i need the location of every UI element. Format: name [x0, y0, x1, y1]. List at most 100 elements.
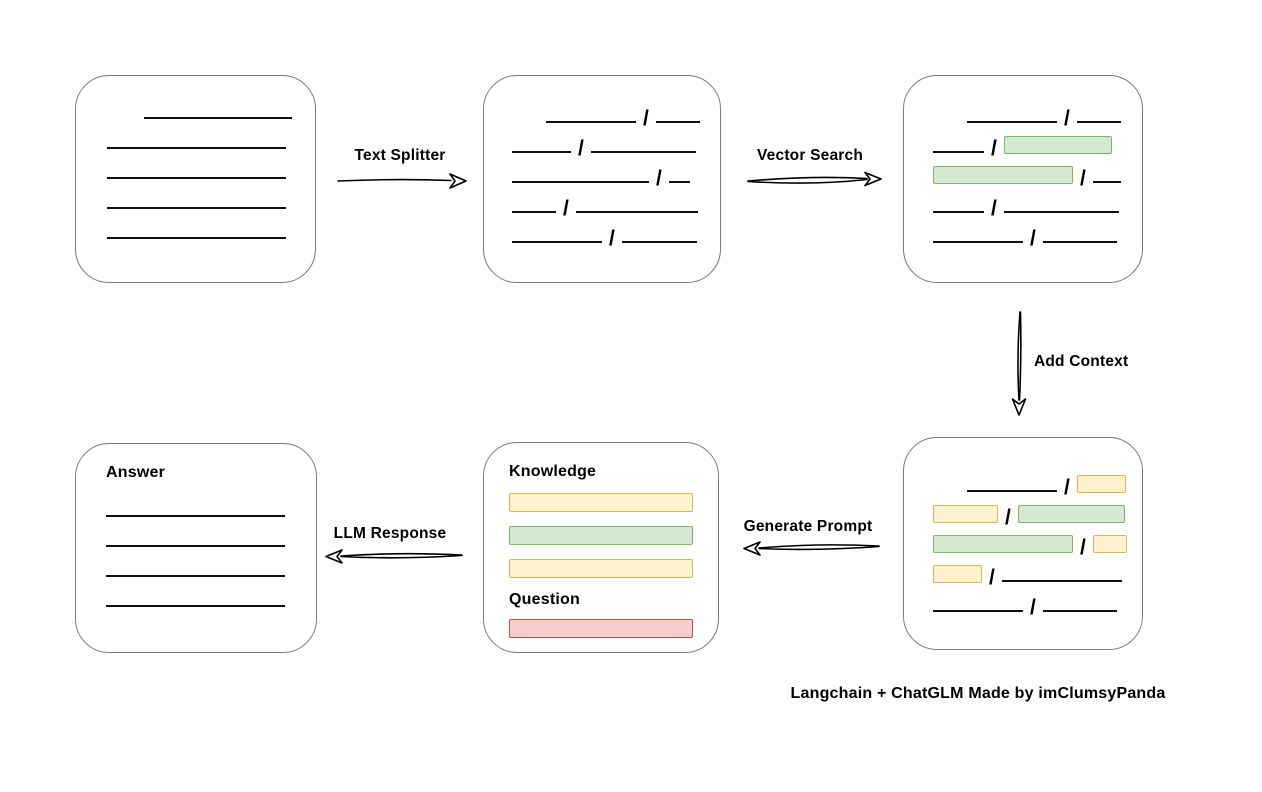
slash-separator: /: [563, 197, 569, 220]
slash-separator: /: [643, 107, 649, 130]
text-line: [1092, 181, 1121, 183]
answer-node: Answer: [75, 443, 317, 653]
chunk-row: /: [512, 214, 720, 249]
slash-separator: /: [1030, 596, 1036, 619]
text-line: [106, 545, 285, 547]
chunk-row: [107, 180, 315, 210]
context-chunks-lines: / / / / /: [933, 463, 1142, 619]
red-bar: [509, 619, 693, 638]
slash-separator: /: [1064, 476, 1070, 499]
text-splitter-arrow: [337, 173, 467, 189]
text-line: [144, 117, 292, 119]
yellow-bar: [509, 493, 693, 512]
yellow-chunk-highlight: [1092, 535, 1127, 553]
chunk-row: [107, 90, 315, 120]
generate-prompt-arrow: [743, 541, 880, 556]
green-chunk-highlight: [1017, 505, 1125, 523]
chunk-row: /: [512, 124, 720, 160]
slash-separator: /: [989, 566, 995, 589]
text-line: [933, 211, 984, 213]
slash-separator: /: [1005, 506, 1011, 529]
answer-label: Answer: [106, 464, 165, 481]
add-context-arrow: [1011, 311, 1027, 416]
context-chunks-node: / / / / /: [903, 437, 1143, 650]
chunk-row: /: [933, 184, 1142, 219]
text-line: [1001, 580, 1122, 582]
slash-separator: /: [1080, 167, 1086, 190]
chunks-node: /////: [483, 75, 721, 283]
chunk-row: /: [933, 214, 1142, 250]
chunk-row: [107, 210, 315, 240]
text-line: [655, 121, 700, 123]
generate-prompt-label: Generate Prompt: [743, 518, 873, 535]
prompt-node: Knowledge Question: [483, 442, 719, 653]
green-chunk-highlight: [933, 535, 1073, 553]
text-line: [512, 181, 649, 183]
text-line: [575, 211, 698, 213]
text-line: [107, 177, 286, 179]
document-node: [75, 75, 316, 283]
slash-separator: /: [1030, 227, 1036, 250]
text-line: [106, 605, 285, 607]
yellow-chunk-highlight: [933, 505, 998, 523]
text-line: [967, 121, 1057, 123]
text-line: [512, 241, 602, 243]
text-line: [933, 241, 1023, 243]
slash-separator: /: [578, 137, 584, 160]
green-bar: [509, 526, 693, 545]
chunk-row: /: [933, 124, 1142, 160]
llm-response-arrow: [325, 549, 463, 564]
vector-search-arrow: [747, 171, 882, 187]
matched-chunks-node: /////: [903, 75, 1143, 283]
matched-chunks-lines: /////: [933, 94, 1142, 250]
chunk-row: [107, 120, 315, 150]
text-line: [107, 147, 286, 149]
green-chunk-highlight: [933, 166, 1073, 184]
chunk-row: [106, 578, 316, 608]
chunks-lines: /////: [512, 94, 720, 249]
chunk-row: /: [933, 553, 1142, 589]
slash-separator: /: [991, 137, 997, 160]
chunk-row: /: [933, 94, 1142, 130]
slash-separator: /: [1080, 536, 1086, 559]
chunk-row: /: [512, 94, 720, 130]
text-line: [512, 151, 571, 153]
chunk-row: /: [933, 493, 1142, 529]
text-line: [933, 151, 984, 153]
chunk-row: [106, 518, 316, 548]
yellow-chunk-highlight: [933, 565, 982, 583]
text-line: [590, 151, 696, 153]
text-line: [1042, 241, 1117, 243]
document-lines: [107, 90, 315, 240]
vector-search-label: Vector Search: [757, 147, 863, 164]
chunk-row: [106, 548, 316, 578]
text-line: [967, 490, 1057, 492]
chunk-row: /: [933, 523, 1142, 559]
chunk-row: /: [933, 583, 1142, 619]
question-bars: [509, 619, 693, 638]
yellow-bar: [509, 559, 693, 578]
chunk-row: [107, 150, 315, 180]
answer-lines: [106, 488, 316, 608]
text-line: [512, 211, 556, 213]
chunk-row: /: [512, 154, 720, 189]
chunk-row: [106, 488, 316, 518]
text-line: [106, 575, 285, 577]
text-line: [668, 181, 690, 183]
chunk-row: /: [933, 463, 1142, 499]
credit-text: Langchain + ChatGLM Made by imClumsyPand…: [790, 685, 1166, 702]
text-line: [546, 121, 636, 123]
chunk-row: /: [933, 154, 1142, 190]
yellow-chunk-highlight: [1076, 475, 1126, 493]
question-label: Question: [509, 591, 580, 608]
text-line: [1076, 121, 1121, 123]
text-splitter-label: Text Splitter: [354, 147, 446, 164]
text-line: [1042, 610, 1117, 612]
green-chunk-highlight: [1003, 136, 1112, 154]
text-line: [933, 610, 1023, 612]
chunk-row: /: [512, 184, 720, 220]
add-context-label: Add Context: [1034, 353, 1129, 370]
llm-response-label: LLM Response: [333, 525, 447, 542]
slash-separator: /: [1064, 107, 1070, 130]
